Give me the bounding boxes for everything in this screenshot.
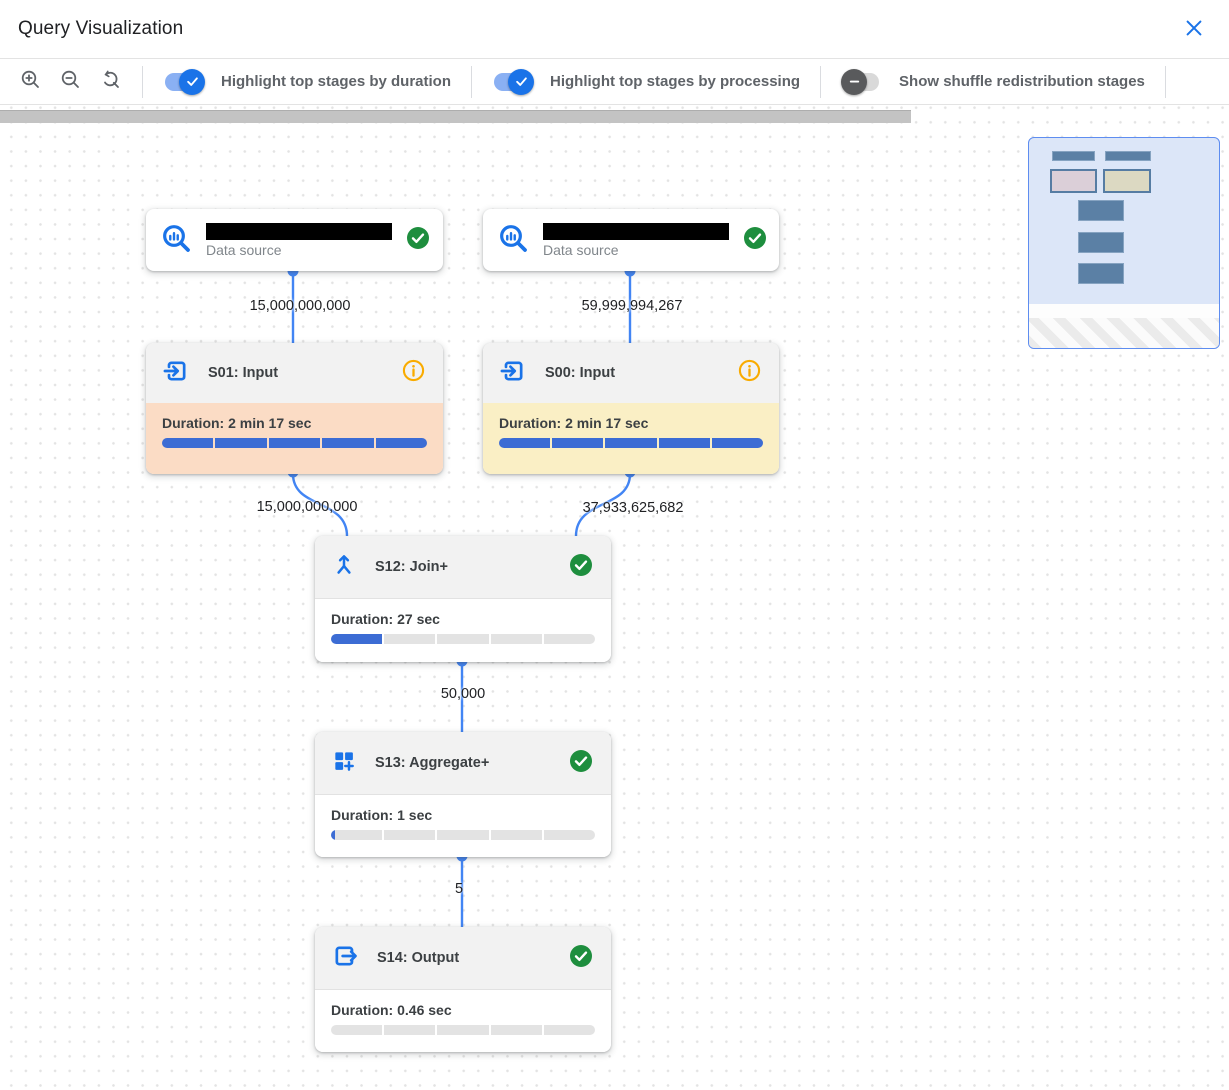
aggregate-icon <box>331 748 357 779</box>
close-icon <box>1183 17 1205 42</box>
stage-progress-bar <box>162 438 428 448</box>
stage-title: S12: Join+ <box>375 559 448 575</box>
node-data-source-1[interactable]: Data source <box>146 209 443 271</box>
horizontal-scrollbar[interactable] <box>0 110 911 123</box>
stage-title: S01: Input <box>208 365 279 381</box>
stage-duration: Duration: 0.46 sec <box>331 1002 452 1018</box>
edge-label: 59,999,994,267 <box>581 298 683 314</box>
toggle-on-icon <box>492 68 534 95</box>
stage-duration: Duration: 1 sec <box>331 807 433 823</box>
minimap-node <box>1078 232 1124 253</box>
check-circle-icon <box>743 226 767 255</box>
toggle-show-shuffle[interactable]: Show shuffle redistribution stages <box>821 68 1165 95</box>
toggle-label: Highlight top stages by duration <box>221 73 451 90</box>
data-source-icon <box>497 222 529 259</box>
close-button[interactable] <box>1181 16 1207 42</box>
node-data-source-2[interactable]: Data source <box>483 209 779 271</box>
stage-duration: Duration: 2 min 17 sec <box>499 415 649 431</box>
edge-label: 15,000,000,000 <box>249 298 351 314</box>
input-icon <box>499 357 527 390</box>
edge-label: 50,000 <box>440 686 486 702</box>
minimap-gap <box>1029 304 1219 318</box>
minimap-node <box>1052 151 1095 161</box>
minimap-node-highlight-duration <box>1050 169 1097 193</box>
minimap-node-highlight-processing <box>1103 169 1151 193</box>
output-icon <box>331 942 359 975</box>
zoom-out-button[interactable] <box>58 69 84 95</box>
data-source-icon <box>160 222 192 259</box>
node-stage-s01[interactable]: S01: Input Duration: 2 min 17 sec <box>146 343 443 474</box>
zoom-reset-button[interactable] <box>98 69 124 95</box>
stage-duration: Duration: 27 sec <box>331 611 440 627</box>
stage-progress-bar <box>331 830 596 840</box>
check-circle-icon <box>569 553 593 582</box>
toggle-off-icon <box>841 68 883 95</box>
graph-canvas[interactable]: 15,000,000,000 59,999,994,267 15,000,000… <box>0 105 1229 1089</box>
redacted-table-name <box>543 222 729 240</box>
minimap-node <box>1078 200 1124 221</box>
stage-progress-bar <box>331 1025 596 1035</box>
edge-label: 5 <box>454 881 464 897</box>
zoom-reset-icon <box>99 68 123 95</box>
node-stage-s12[interactable]: S12: Join+ Duration: 27 sec <box>315 536 611 662</box>
edge-label: 15,000,000,000 <box>256 499 358 515</box>
stage-title: S00: Input <box>545 365 616 381</box>
join-icon <box>331 552 357 583</box>
toggle-label: Show shuffle redistribution stages <box>899 73 1145 90</box>
node-stage-s00[interactable]: S00: Input Duration: 2 min 17 sec <box>483 343 779 474</box>
minimap-out-of-bounds-hatch <box>1029 318 1219 348</box>
stage-progress-bar <box>331 634 596 644</box>
check-circle-icon <box>569 749 593 778</box>
stage-duration: Duration: 2 min 17 sec <box>162 415 312 431</box>
node-stage-s14[interactable]: S14: Output Duration: 0.46 sec <box>315 927 611 1052</box>
zoom-in-button[interactable] <box>18 69 44 95</box>
node-stage-s13[interactable]: S13: Aggregate+ Duration: 1 sec <box>315 732 611 857</box>
zoom-controls <box>0 67 142 97</box>
stage-progress-bar <box>499 438 764 448</box>
dialog-header: Query Visualization <box>0 0 1229 58</box>
info-icon[interactable] <box>402 359 425 387</box>
minimap-node <box>1105 151 1151 161</box>
stage-title: S13: Aggregate+ <box>375 755 490 771</box>
minimap-node <box>1078 263 1124 284</box>
toggle-on-icon <box>163 68 205 95</box>
toolbar-separator <box>471 65 472 98</box>
input-icon <box>162 357 190 390</box>
zoom-in-icon <box>19 68 43 95</box>
data-source-caption: Data source <box>543 241 619 258</box>
toggle-highlight-duration[interactable]: Highlight top stages by duration <box>143 68 471 95</box>
toolbar-separator <box>820 65 822 98</box>
toggle-label: Highlight top stages by processing <box>550 73 801 90</box>
toolbar-separator <box>142 65 143 98</box>
toolbar-separator <box>1164 65 1166 98</box>
page-title: Query Visualization <box>18 18 184 39</box>
redacted-table-name <box>206 222 392 240</box>
toolbar: Highlight top stages by duration Highlig… <box>0 58 1229 105</box>
zoom-out-icon <box>59 68 83 95</box>
minimap[interactable] <box>1028 137 1220 349</box>
data-source-caption: Data source <box>206 241 282 258</box>
check-circle-icon <box>406 226 430 255</box>
check-circle-icon <box>569 944 593 973</box>
toggle-highlight-processing[interactable]: Highlight top stages by processing <box>472 68 820 95</box>
info-icon[interactable] <box>738 359 761 387</box>
edge-label: 37,933,625,682 <box>582 500 684 516</box>
stage-title: S14: Output <box>377 950 460 966</box>
